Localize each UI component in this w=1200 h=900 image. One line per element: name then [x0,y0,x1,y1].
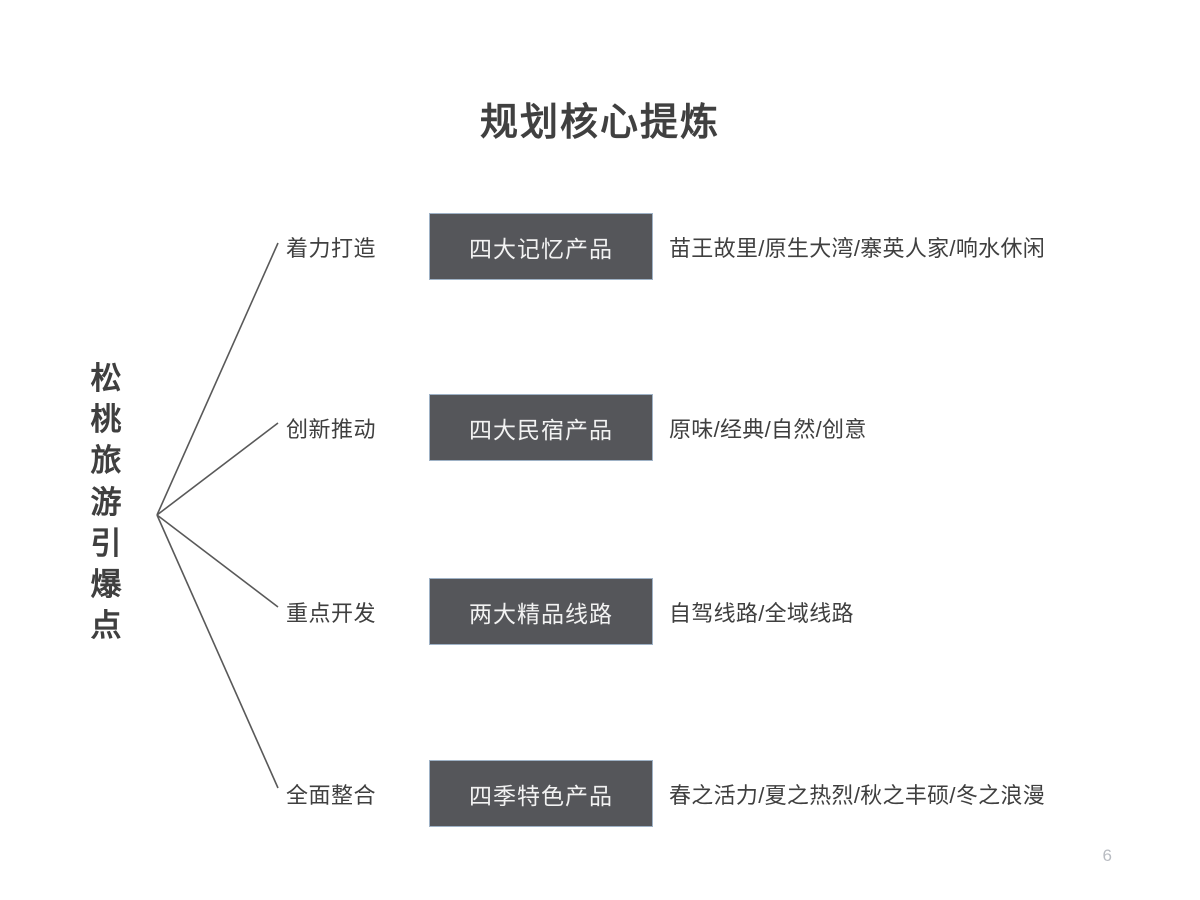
root-label-char: 点 [90,608,122,644]
branch-description: 原味/经典/自然/创意 [669,416,867,442]
root-label-char: 桃 [90,402,122,438]
root-label-char: 松 [90,361,122,396]
connector-line-4 [156,514,279,789]
branch-row: 重点开发 两大精品线路 自驾线路/全域线路 [0,578,1200,646]
root-label-char: 爆 [90,567,122,603]
connector-line-1 [156,242,279,516]
branch-stage-label: 创新推动 [286,417,377,442]
branch-stage-label: 全面整合 [286,783,377,808]
branch-stage-label: 着力打造 [286,236,377,261]
branch-stage-label: 重点开发 [286,601,377,626]
page-number: 6 [1102,846,1112,865]
root-label-char: 引 [90,525,122,561]
branch-row: 创新推动 四大民宿产品 原味/经典/自然/创意 [0,394,1200,462]
branch-box[interactable]: 四大记忆产品 [429,213,653,280]
branch-box[interactable]: 两大精品线路 [429,578,653,645]
branch-box[interactable]: 四季特色产品 [429,760,653,827]
page-title: 规划核心提炼 [479,102,720,144]
root-label-char: 旅 [90,443,122,479]
root-label-char: 游 [90,484,122,520]
branch-row: 着力打造 四大记忆产品 苗王故里/原生大湾/寨英人家/响水休闲 [0,213,1200,281]
branch-row: 全面整合 四季特色产品 春之活力/夏之热烈/秋之丰硕/冬之浪漫 [0,760,1200,828]
root-node-label: 松 桃 旅 游 引 爆 点 [80,358,132,647]
branch-description: 自驾线路/全域线路 [669,600,854,626]
branch-description: 春之活力/夏之热烈/秋之丰硕/冬之浪漫 [669,782,1046,808]
branch-box[interactable]: 四大民宿产品 [429,394,653,461]
branch-description: 苗王故里/原生大湾/寨英人家/响水休闲 [669,235,1046,261]
